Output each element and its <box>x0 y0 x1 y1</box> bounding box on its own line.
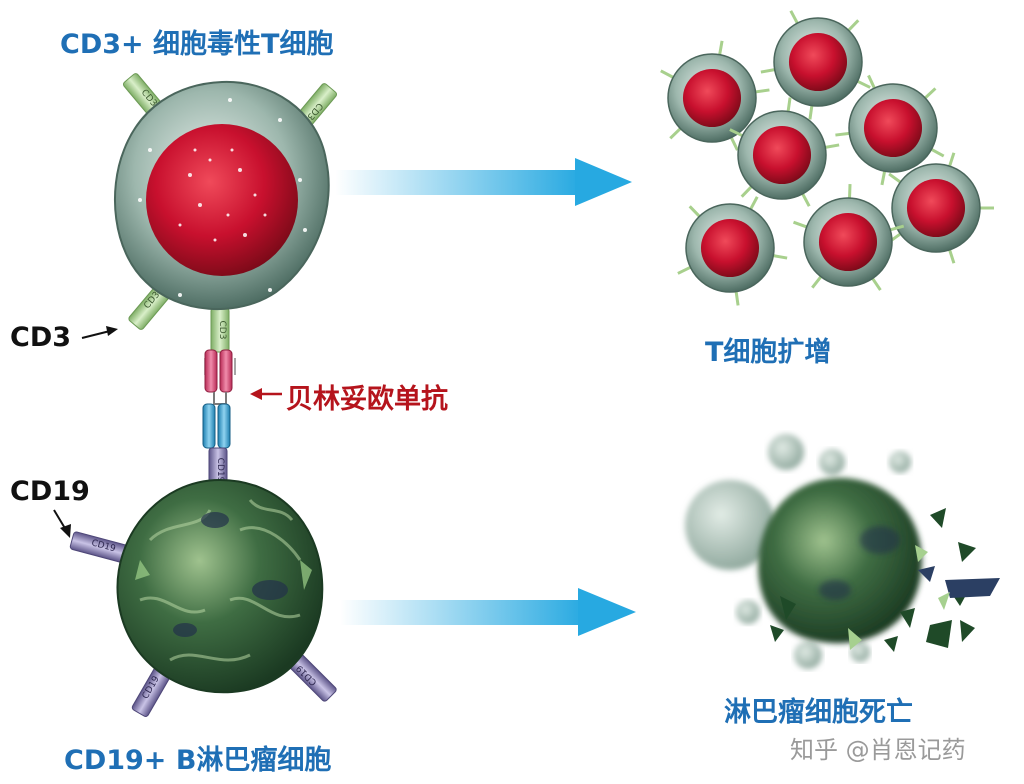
apoptotic-body <box>794 641 822 669</box>
t-cell-clone <box>729 97 840 207</box>
killing-arrow <box>340 588 636 636</box>
t-cell-title: CD3+ 细胞毒性T细胞 <box>60 29 334 60</box>
anti-cd3-domain <box>204 349 218 393</box>
apoptotic-body <box>768 434 804 470</box>
anti-cd19-domain <box>202 403 216 449</box>
t-cell-clone <box>660 40 770 151</box>
lymphoma-death-label: 淋巴瘤细胞死亡 <box>724 697 913 728</box>
cell-fragments <box>918 566 1000 598</box>
cd3-pointer-arrow <box>81 326 118 339</box>
cd3-tag: CD3 <box>217 321 227 340</box>
watermark: 知乎 @肖恩记药 <box>790 736 966 764</box>
b-cell-title: CD19+ B淋巴瘤细胞 <box>64 745 332 776</box>
cell-fragments <box>848 545 950 650</box>
expanded-t-cells <box>660 10 994 306</box>
t-cell-clone <box>760 10 871 120</box>
anti-cd3-domain <box>219 349 233 393</box>
expansion-arrow <box>335 158 632 206</box>
apoptotic-body <box>850 642 870 662</box>
t-cell-nucleus <box>906 178 966 238</box>
bispecific-antibody <box>202 349 236 449</box>
t-cell-expansion-label: T细胞扩增 <box>705 337 832 368</box>
t-cell-clone <box>792 183 905 291</box>
apoptotic-body <box>889 451 911 473</box>
apoptotic-body <box>819 449 845 475</box>
cd3-label: CD3 <box>10 322 72 353</box>
drug-pointer-arrow <box>250 388 282 400</box>
t-cell-clone <box>835 74 945 186</box>
t-cell-nucleus <box>682 68 742 128</box>
t-cell-nucleus <box>818 212 878 272</box>
b-lymphoma-cell <box>116 478 324 694</box>
dying-lymphoma-cell <box>685 434 1000 669</box>
anti-cd19-domain <box>217 403 231 449</box>
cd19-tag: CD19 <box>215 458 225 483</box>
t-cell-nucleus <box>863 98 923 158</box>
t-cell-clone <box>888 152 994 264</box>
apoptotic-body <box>685 480 775 570</box>
apoptotic-body <box>736 600 760 624</box>
t-cell-nucleus <box>788 32 848 92</box>
cd3-receptor: CD3 <box>210 307 230 353</box>
t-cell-clone <box>677 196 788 306</box>
t-cell-nucleus <box>700 218 760 278</box>
drug-label: 贝林妥欧单抗 <box>286 384 448 415</box>
t-cell <box>113 80 330 311</box>
cd19-label: CD19 <box>10 476 90 507</box>
cd19-pointer-arrow <box>53 509 71 538</box>
t-cell-nucleus <box>752 125 812 185</box>
